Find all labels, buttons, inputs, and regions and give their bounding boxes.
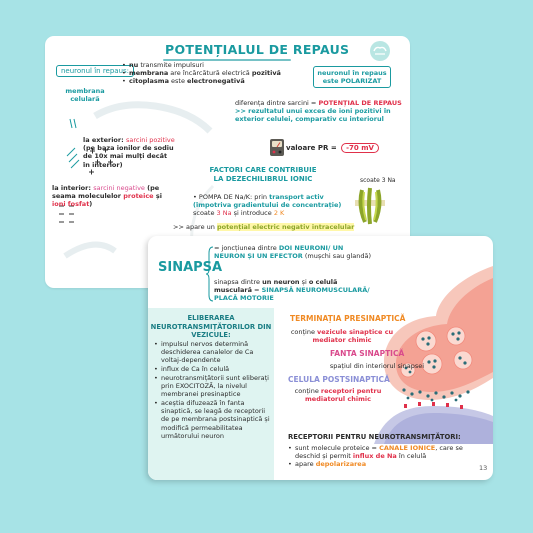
list-item: influx de Ca în celulă	[154, 365, 272, 373]
membrane-label: membrana celulară	[65, 87, 105, 103]
membrane-illustration	[59, 101, 215, 267]
receptors-title: RECEPTORII PENTRU NEUROTRANSMIȚĂTORI:	[288, 433, 461, 441]
interior-charges: la interior: sarcini negative (pe seama …	[52, 184, 162, 209]
presynaptic-terminal-description: conține vezicule sinaptice cu mediator c…	[290, 328, 394, 345]
definition-brace	[206, 246, 214, 302]
postsynaptic-cell-label: CELULA POSTSINAPTICĂ	[288, 375, 390, 384]
exterior-charges: la exterior: sarcini pozitive (pe baza i…	[83, 136, 175, 169]
list-item: neurotransmițătorii sunt eliberați prin …	[154, 374, 272, 399]
rest-properties-list: nu transmite impulsuri membrana are încă…	[122, 61, 312, 86]
ionic-imbalance-title: FACTORI CARE CONTRIBUIE LA DEZECHILIBRUL…	[209, 166, 317, 183]
title-underline	[163, 59, 291, 61]
polarized-neuron-icon	[370, 41, 390, 61]
synaptic-cleft-description: spațiul din interiorul sinapsei	[329, 362, 425, 370]
presynaptic-terminal-label: TERMINAȚIA PRESINAPTICĂ	[290, 314, 406, 323]
list-item: nu transmite impulsuri	[122, 61, 312, 69]
section-title-sinapsa: SINAPSA	[158, 260, 223, 275]
neurotransmitter-release-title: ELIBERAREA NEUROTRANSMIȚĂTORILOR DIN VEZ…	[150, 314, 272, 339]
sodium-potassium-pump-icon	[355, 187, 385, 225]
negative-potential-note: >> apare un potențial electric negativ i…	[173, 223, 355, 231]
list-item: apare depolarizarea	[288, 460, 478, 468]
neuromuscular-synapse-definition: sinapsa dintre un neuron și o celulă mus…	[214, 278, 370, 303]
page-sinapsa: SINAPSA = joncțiunea dintre DOI NEURONI/…	[148, 236, 493, 480]
list-item: sunt molecule proteice = CANALE IONICE, …	[288, 444, 478, 460]
voltmeter-icon	[270, 139, 284, 156]
na-k-pump-description: • POMPA DE Na/K: prin transport activ (î…	[193, 193, 342, 218]
synapse-illustration	[374, 266, 493, 444]
resting-potential-definition: diferența dintre sarcini = POTENȚIAL DE …	[235, 99, 402, 124]
list-item: impulsul nervos determină deschiderea ca…	[154, 340, 272, 365]
synapse-definition: = joncțiunea dintre DOI NEURONI/ UN NEUR…	[214, 244, 372, 261]
page-number: 13	[479, 464, 488, 472]
postsynaptic-cell-description: conține receptori pentru mediatorul chim…	[294, 387, 382, 404]
synaptic-cleft-label: FANTA SINAPTICĂ	[330, 349, 405, 358]
receptors-list: sunt molecule proteice = CANALE IONICE, …	[288, 444, 478, 469]
polarized-badge: neuronul în repaus este POLARIZAT	[313, 66, 391, 88]
rest-neuron-label: neuronul în repaus:	[56, 65, 135, 77]
section-title-potential: POTENȚIALUL DE REPAUS	[165, 42, 350, 57]
neurotransmitter-release-list: impulsul nervos determină deschiderea ca…	[154, 340, 272, 440]
list-item: citoplasma este electronegativă	[122, 77, 312, 85]
resting-potential-value: valoare PR = -70 mV	[286, 143, 379, 153]
list-item: aceștia difuzează în fanta sinaptică, se…	[154, 399, 272, 440]
pump-na-label: scoate 3 Na	[360, 177, 396, 184]
list-item: membrana are încărcătură electrică pozit…	[122, 69, 312, 77]
